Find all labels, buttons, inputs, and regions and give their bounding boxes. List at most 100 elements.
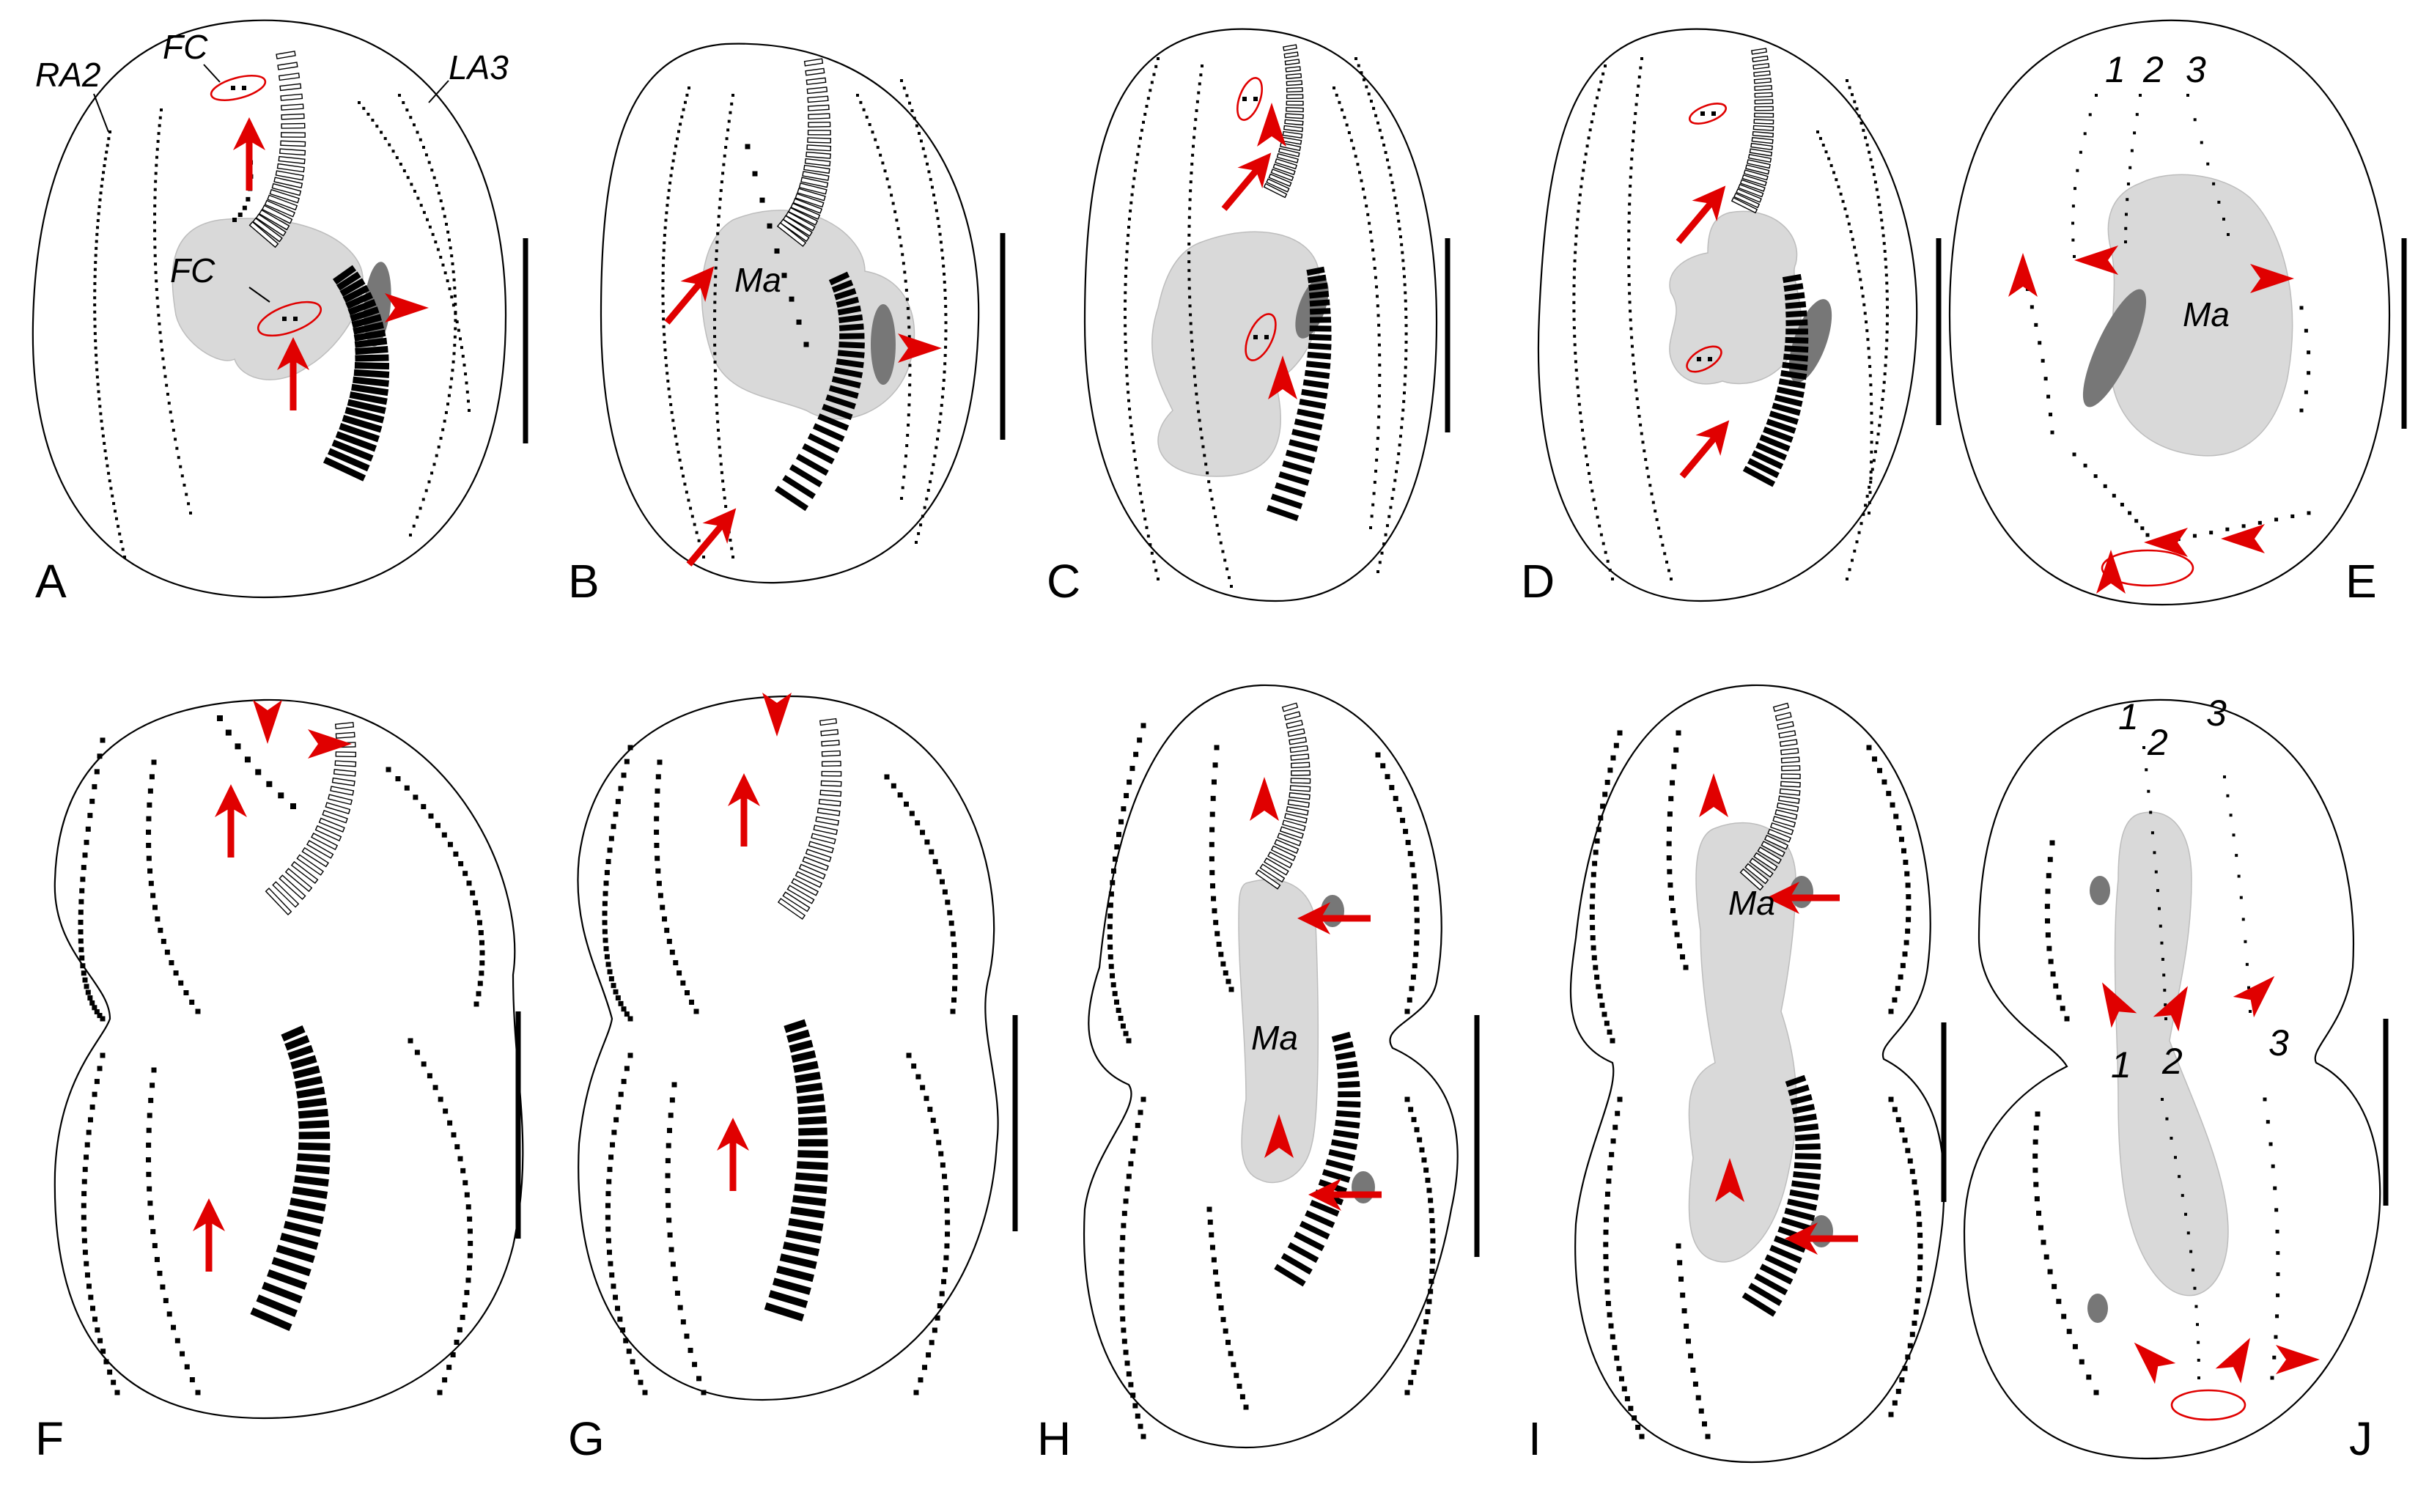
- cirrus: [1371, 503, 1375, 506]
- membranelle: [1333, 1041, 1354, 1052]
- cirrus: [1216, 1293, 1222, 1299]
- membranelle: [287, 1044, 314, 1061]
- membranelle: [355, 354, 389, 362]
- cirrus: [1668, 796, 1674, 802]
- cirrus: [602, 920, 608, 926]
- cirrus: [1397, 452, 1401, 456]
- cirrus: [1676, 730, 1681, 736]
- cirrus: [2165, 1117, 2169, 1121]
- cirrus: [1853, 549, 1857, 553]
- membranelle: [248, 221, 279, 248]
- cirrus: [1209, 1244, 1215, 1250]
- cirrus: [944, 321, 948, 325]
- membranelle: [1780, 781, 1801, 788]
- membranelle: [314, 825, 342, 841]
- membranelle: [1306, 266, 1325, 276]
- cirrus: [1902, 1137, 1908, 1143]
- cirrus: [1599, 1003, 1605, 1008]
- cirrus: [663, 241, 666, 245]
- cirrus: [453, 851, 459, 857]
- cirrus: [97, 212, 100, 215]
- cirrus: [100, 419, 103, 423]
- cirrus: [1591, 945, 1596, 951]
- cirrus: [1629, 327, 1633, 331]
- cirrus: [944, 329, 948, 333]
- cirrus: [1606, 1179, 1612, 1184]
- cirrus: [148, 1097, 154, 1103]
- cirrus: [89, 1000, 95, 1006]
- cirrus: [1212, 762, 1218, 768]
- cirrus: [903, 465, 907, 468]
- membranelle: [339, 423, 380, 443]
- cirrus: [466, 1265, 472, 1271]
- membranelle: [1289, 745, 1308, 753]
- membranelle: [1784, 1207, 1816, 1222]
- membranelle: [807, 433, 840, 454]
- membranelle: [820, 780, 842, 787]
- membranelle: [1754, 106, 1774, 111]
- membranelle: [298, 1131, 331, 1140]
- cirrus: [79, 888, 85, 893]
- cirrus: [2130, 149, 2134, 152]
- membranelle: [1779, 739, 1798, 748]
- cirrus: [97, 1013, 103, 1019]
- cirrus: [1630, 157, 1634, 161]
- membranelle: [276, 163, 305, 173]
- cirrus: [478, 930, 484, 936]
- membranelle: [1751, 48, 1767, 55]
- membranelle: [342, 284, 370, 303]
- cirrus: [179, 465, 183, 468]
- membranelle: [256, 1294, 298, 1318]
- cirrus: [1138, 483, 1141, 487]
- cirrus: [1356, 163, 1360, 166]
- cirrus: [470, 890, 476, 896]
- cirrus: [195, 1008, 201, 1014]
- cirrus: [1875, 188, 1879, 191]
- cirrus: [1430, 1228, 1436, 1233]
- cirrus: [1909, 1168, 1915, 1174]
- cirrus: [1429, 1268, 1435, 1274]
- cirrus: [1374, 276, 1377, 279]
- cirrus: [1580, 177, 1584, 180]
- cirrus: [944, 305, 948, 309]
- cirrus: [146, 1171, 152, 1177]
- cirrus: [1107, 902, 1113, 908]
- cirrus: [1587, 136, 1591, 140]
- cirrus: [121, 547, 125, 551]
- membranelle: [1774, 809, 1798, 820]
- cirrus: [1870, 411, 1873, 415]
- cirrus: [1384, 533, 1387, 536]
- cirrus: [895, 218, 899, 222]
- cirrus: [1407, 851, 1413, 857]
- cirrus: [1116, 1008, 1121, 1014]
- cirrus: [607, 1167, 613, 1173]
- cirrus: [2244, 940, 2247, 943]
- cirrus: [1628, 193, 1632, 197]
- cirrus: [661, 271, 665, 275]
- membranelle: [1788, 1084, 1810, 1096]
- cirrus: [1129, 424, 1133, 428]
- membranelle: [807, 95, 829, 103]
- cell-outline-d: [1537, 28, 1918, 602]
- cirrus: [720, 180, 723, 184]
- cirrus: [93, 325, 97, 328]
- cirrus: [2226, 794, 2230, 797]
- cirrus: [147, 1113, 152, 1118]
- membranelle: [787, 207, 819, 226]
- cirrus: [97, 1338, 103, 1343]
- cirrus: [1243, 1404, 1249, 1410]
- cirrus: [146, 1157, 152, 1162]
- cirrus: [155, 296, 159, 300]
- cirrus: [293, 317, 298, 321]
- cirrus: [84, 1154, 89, 1160]
- leader-fc-top: [203, 64, 221, 83]
- cirrus: [668, 395, 671, 399]
- cirrus: [1404, 315, 1408, 319]
- membranelle: [797, 188, 826, 202]
- membranelle: [325, 802, 351, 815]
- membranelle: [334, 721, 355, 730]
- membranelle: [836, 358, 864, 369]
- membranelle: [1278, 147, 1300, 158]
- membranelle: [298, 1108, 328, 1119]
